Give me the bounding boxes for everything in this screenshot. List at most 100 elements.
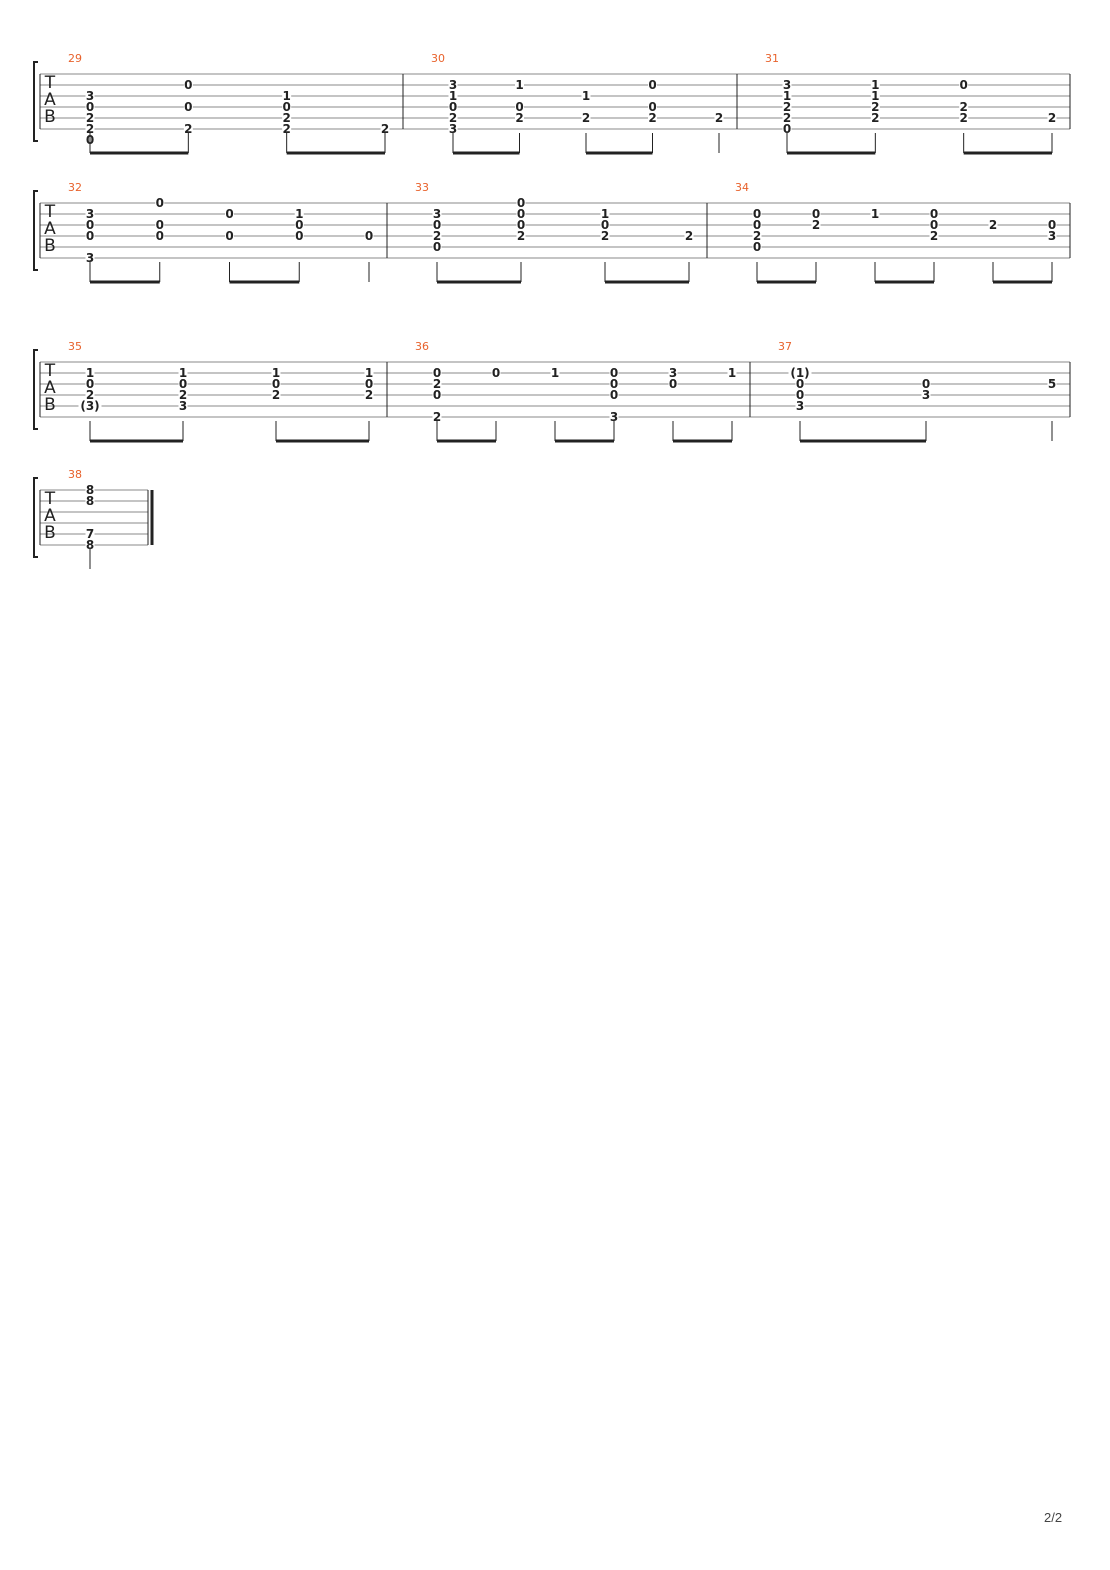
fret-background: [85, 495, 95, 506]
fret-number: 1: [179, 366, 187, 380]
fret-number: 1: [871, 89, 879, 103]
tab-clef-letter: T: [44, 361, 56, 381]
fret-background: [271, 367, 281, 378]
fret-background: [225, 230, 234, 241]
fret-background: [870, 101, 880, 112]
fret-number: 2: [753, 229, 761, 243]
measure-number: 33: [415, 181, 429, 194]
fret-number: 2: [433, 229, 441, 243]
fret-number: 0: [753, 240, 761, 254]
fret-number: 2: [959, 100, 967, 114]
fret-background: [380, 123, 390, 134]
tab-clef-letter: T: [44, 73, 56, 93]
fret-background: [648, 79, 657, 90]
fret-number: 2: [685, 229, 693, 243]
fret-number: 0: [753, 218, 761, 232]
fret-background: [491, 367, 501, 378]
fret-number: 0: [433, 240, 441, 254]
fret-number: 0: [433, 388, 441, 402]
fret-number: 2: [582, 111, 590, 125]
fret-number: 2: [282, 111, 290, 125]
fret-background: [364, 378, 374, 389]
fret-background: [811, 208, 821, 219]
fret-background: [988, 219, 998, 230]
fret-background: [225, 208, 234, 219]
fret-number: 2: [282, 122, 290, 136]
fret-number: 0: [492, 366, 500, 380]
fret-background: [448, 112, 458, 123]
fret-background: [752, 219, 762, 230]
fret-background: [155, 230, 165, 241]
fret-number: 3: [179, 399, 187, 413]
tab-clef-letter: B: [44, 107, 56, 127]
fret-number: 0: [669, 377, 677, 391]
tab-clef-letter: A: [44, 90, 56, 110]
fret-background: [85, 528, 95, 539]
fret-background: [85, 219, 95, 230]
system-bracket: [33, 477, 38, 558]
fret-number: 0: [922, 377, 930, 391]
fret-number: 7: [86, 527, 94, 541]
fret-number: 1: [295, 207, 303, 221]
fret-background: [85, 539, 95, 550]
fret-number: 1: [728, 366, 736, 380]
fret-number: 3: [449, 122, 457, 136]
fret-number: 2: [1048, 111, 1056, 125]
fret-number: (1): [790, 366, 809, 380]
fret-number: 0: [184, 78, 192, 92]
fret-background: [516, 219, 526, 230]
fret-background: [600, 208, 610, 219]
fret-number: (3): [80, 399, 99, 413]
fret-number: 0: [812, 207, 820, 221]
fret-number: 2: [515, 111, 523, 125]
fret-number: 1: [449, 89, 457, 103]
tab-clef-letter: A: [44, 219, 56, 239]
fret-background: [782, 123, 792, 134]
fret-background: [294, 208, 304, 219]
fret-background: [516, 230, 526, 241]
tab-clef-letter: A: [44, 378, 56, 398]
fret-background: [516, 197, 526, 208]
fret-background: [609, 389, 619, 400]
measure-number: 35: [68, 340, 82, 353]
fret-background: [752, 241, 762, 252]
fret-background: [294, 230, 304, 241]
fret-background: [870, 208, 880, 219]
measure-number: 29: [68, 52, 82, 65]
system-bracket: [33, 349, 38, 430]
fret-number: 2: [871, 100, 879, 114]
fret-background: [432, 230, 442, 241]
fret-number: 0: [515, 100, 523, 114]
fret-number: 2: [812, 218, 820, 232]
fret-background: [782, 90, 792, 101]
fret-number: 2: [930, 229, 938, 243]
fret-number: 3: [433, 207, 441, 221]
fret-background: [448, 90, 458, 101]
tab-clef-letter: B: [44, 236, 56, 256]
fret-number: 0: [179, 377, 187, 391]
fret-background: [432, 389, 442, 400]
fret-background: [684, 230, 694, 241]
fret-background: [432, 378, 442, 389]
fret-number: 0: [610, 388, 618, 402]
fret-background: [609, 367, 619, 378]
fret-number: 8: [86, 538, 94, 552]
fret-number: 0: [225, 207, 233, 221]
fret-number: 2: [783, 100, 791, 114]
fret-number: 3: [86, 89, 94, 103]
fret-number: 0: [282, 100, 290, 114]
measure-number: 34: [735, 181, 749, 194]
fret-number: 0: [365, 229, 373, 243]
fret-number: 3: [783, 78, 791, 92]
fret-background: [1047, 230, 1057, 241]
fret-background: [178, 378, 188, 389]
fret-number: 0: [433, 366, 441, 380]
fret-number: 0: [86, 218, 94, 232]
fret-number: 0: [184, 100, 192, 114]
fret-number: 0: [86, 229, 94, 243]
fret-background: [581, 112, 591, 123]
fret-background: [1047, 219, 1057, 230]
fret-number: 2: [179, 388, 187, 402]
fret-background: [271, 378, 281, 389]
fret-background: [432, 411, 442, 422]
